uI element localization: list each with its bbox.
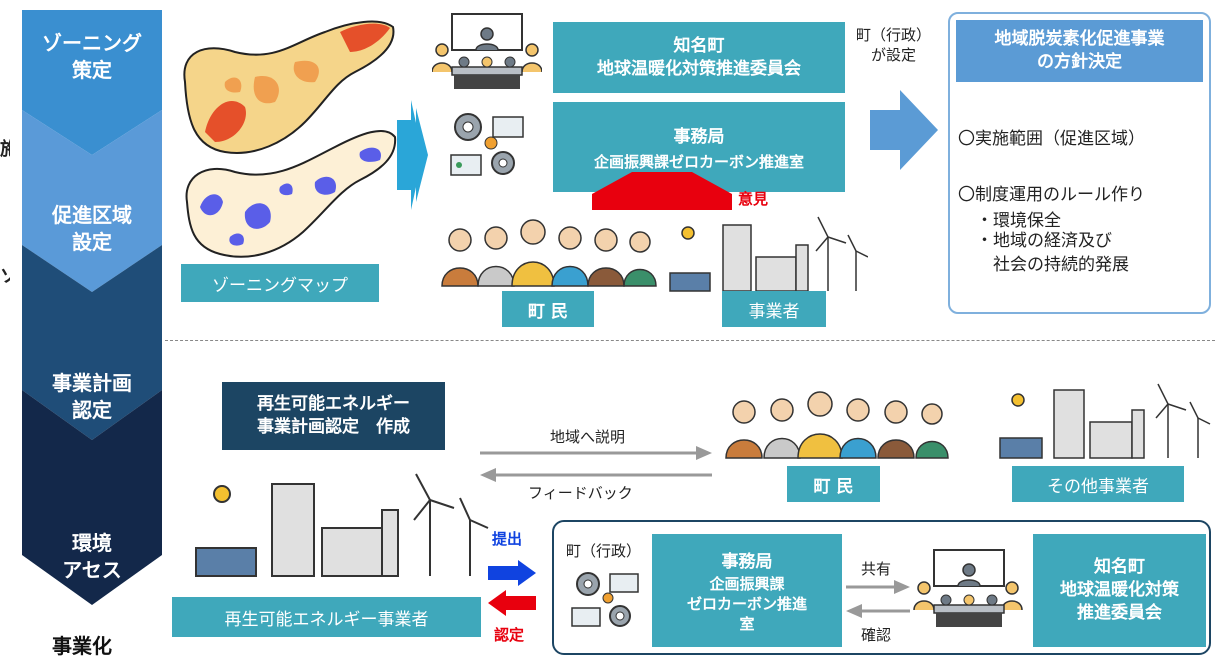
committee-label: 知名町 地球温暖化対策推進委員会 (597, 35, 801, 79)
arrow-confirm-icon (846, 604, 910, 618)
share-label: 共有 (861, 560, 892, 578)
committee-label-bottom: 知名町 地球温暖化対策 推進委員会 (1060, 557, 1179, 623)
policy-item-2: 〇制度運用のルール作り (958, 185, 1145, 205)
re-business-label: 再生可能エネルギー事業者 (172, 597, 481, 637)
secretariat-sub: 企画振興課ゼロカーボン推進室 (593, 153, 804, 171)
businesses-label-top: 事業者 (722, 291, 826, 327)
secretariat-sub-bottom: 企画振興課 ゼロカーボン推進 室 (686, 574, 807, 634)
other-business-icon (999, 383, 1211, 459)
policy-box: 地域脱炭素化促進事業 の方針決定 〇実施範囲（促進区域） 〇制度運用のルール作り… (948, 12, 1211, 314)
arrow-feedback-icon (480, 468, 712, 482)
meeting-icon (432, 13, 542, 89)
plan-box-label: 再生可能エネルギー 事業計画認定 作成 (257, 394, 410, 437)
arrow-right-icon-2 (404, 108, 428, 202)
residents-label-bottom: 町 民 (787, 466, 880, 502)
zoning-map-icon (183, 20, 397, 258)
re-business-icon (195, 473, 489, 577)
arrow-share-icon (846, 580, 910, 594)
opinion-label: 意見 (738, 190, 769, 208)
residents-label-top: 町 民 (502, 291, 594, 327)
confirm-label: 確認 (861, 626, 892, 644)
arrow-explain-icon (480, 446, 712, 460)
stage-env-assess: 環境 アセス (62, 531, 122, 582)
people-icon-bottom (725, 391, 949, 459)
committee-box-bottom: 知名町 地球温暖化対策 推進委員会 (1033, 534, 1206, 647)
committee-box: 知名町 地球温暖化対策推進委員会 (553, 22, 845, 93)
town-set-label: 町（行政） が設定 (856, 26, 932, 64)
business-buildings-icon (669, 216, 868, 292)
stage-business: 事業化 (52, 634, 112, 658)
stage-plan-approval: 事業計画 認定 (52, 371, 132, 422)
policy-item-3: ・環境保全 (976, 211, 1061, 231)
town-admin-label: 町（行政） (566, 542, 642, 560)
explain-label: 地域へ説明 (550, 428, 626, 446)
left-fragment-1: 施 (0, 139, 10, 160)
policy-item-4: ・地域の経済及び 社会の持続的発展 (976, 231, 1129, 275)
left-fragment-2: ソ (0, 266, 10, 287)
submit-arrow-icon (488, 560, 536, 586)
secretariat-box-bottom: 事務局 企画振興課 ゼロカーボン推進 室 (652, 534, 842, 647)
other-businesses-label: その他事業者 (1012, 466, 1184, 502)
gear-icon-bottom (571, 572, 639, 627)
gear-icon (450, 113, 524, 176)
secretariat-title-bottom: 事務局 (721, 551, 773, 572)
approve-arrow-icon (488, 590, 536, 616)
stage-chevrons (22, 10, 162, 605)
plan-box: 再生可能エネルギー 事業計画認定 作成 (222, 382, 445, 450)
meeting-icon-bottom (913, 549, 1023, 627)
feedback-label: フィードバック (528, 484, 633, 502)
arrow-right-large-icon (870, 90, 938, 170)
submit-label: 提出 (492, 530, 523, 548)
stage-promotion-area: 促進区域 設定 (52, 203, 132, 254)
policy-item-1: 〇実施範囲（促進区域） (958, 129, 1145, 149)
approve-label: 認定 (494, 626, 525, 644)
section-divider (165, 340, 1215, 341)
stage-zoning: ゾーニング 策定 (42, 31, 142, 82)
people-icon (441, 219, 657, 287)
secretariat-title: 事務局 (673, 127, 725, 147)
opinion-arrow-icon (592, 172, 732, 210)
zoning-map-label: ゾーニングマップ (181, 264, 379, 302)
policy-header: 地域脱炭素化促進事業 の方針決定 (956, 20, 1203, 82)
town-admin-box (552, 520, 1211, 655)
